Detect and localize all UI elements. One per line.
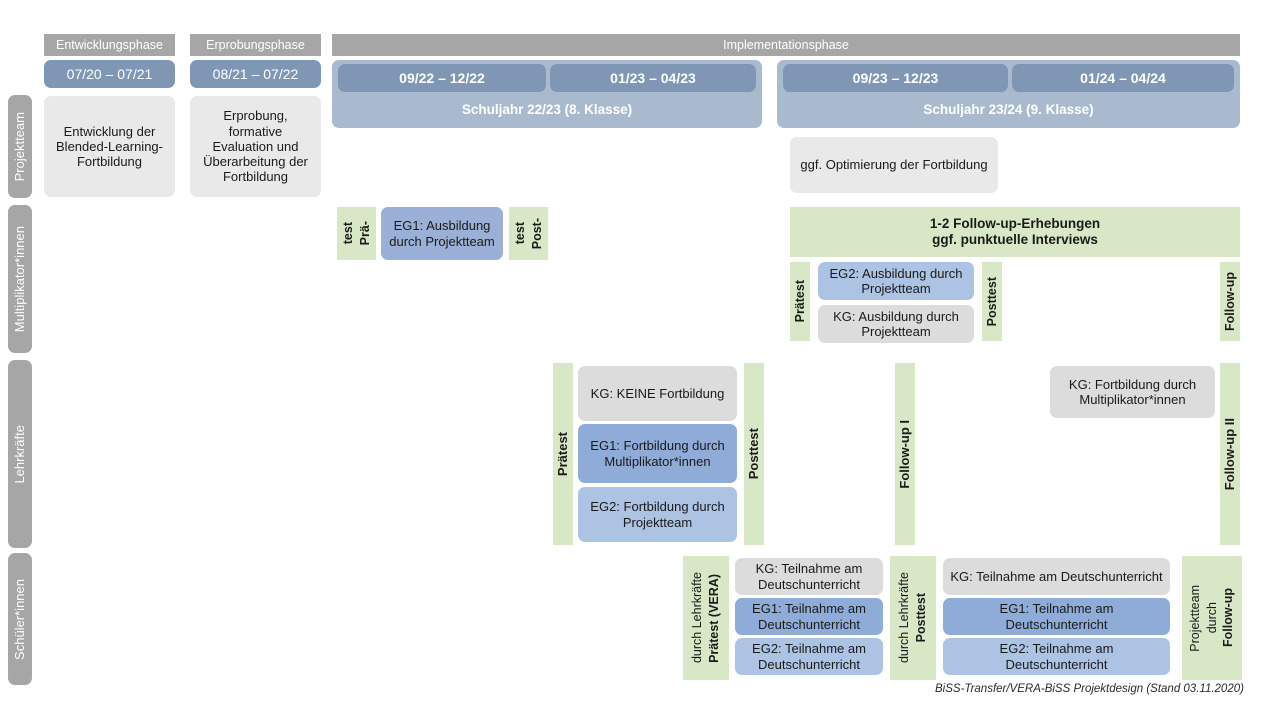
projektteam-entwicklung-label: Entwicklung der Blended-Learning-Fortbil… [56,123,163,170]
date-box-0123-0423: 01/23 – 04/23 [550,64,756,92]
multiplikator-posttest2-bar: Posttest [982,262,1002,341]
school-year-band-2223: 09/22 – 12/22 01/23 – 04/23 Schuljahr 22… [332,60,762,128]
schueler-kg-label: KG: Teilnahme am Deutschunterricht [755,561,863,592]
projektteam-entwicklung-box: Entwicklung der Blended-Learning-Fortbil… [44,96,175,197]
schueler-eg1-box-right: EG1: Teilnahme am Deutschunterricht [943,598,1170,635]
date-box-0124-0424: 01/24 – 04/24 [1012,64,1234,92]
praetest-line1: Prä- [357,221,372,246]
lehrkraefte-kg-keine-label: KG: KEINE Fortbildung [590,385,725,401]
school-year-label: Schuljahr 23/24 (9. Klasse) [923,102,1094,118]
multiplikator-eg2-box: EG2: Ausbildung durch Projektteam [818,262,974,300]
lehrkraefte-posttest-bar: Posttest [744,363,764,545]
date-label: 09/22 – 12/22 [399,69,485,86]
posttest-main-label: Posttest [914,593,928,643]
projektteam-erprobung-label: Erprobung, formative Evaluation und Über… [203,108,308,185]
school-year-label: Schuljahr 22/23 (8. Klasse) [461,102,633,118]
multiplikator-kg-box: KG: Ausbildung durch Projektteam [818,305,974,343]
sidebar-item-label: Projektteam [12,111,28,182]
phase-header-erprobungsphase: Erprobungsphase [190,34,321,56]
projektteam-optimierung-box: ggf. Optimierung der Fortbildung [790,137,998,193]
posttest-label: Posttest [746,428,762,480]
schueler-eg1-label: EG1: Teilnahme am Deutschunterricht [999,601,1114,632]
posttest-line2: test [512,222,527,245]
multiplikator-praetest2-bar: Prätest [790,262,810,341]
lehrkraefte-praetest-bar: Prätest [553,363,573,545]
footer-caption: BiSS-Transfer/VERA-BiSS Projektdesign (S… [935,683,1244,695]
date-box-0821-0722: 08/21 – 07/22 [190,60,321,88]
phase-header-implementationsphase: Implementationsphase [332,34,1240,56]
lehrkraefte-kg-fortbildung-box: KG: Fortbildung durch Multiplikator*inne… [1050,366,1215,418]
sidebar-item-label: Multiplikator*innen [12,225,28,333]
followup-main-label: Follow-up [1221,588,1236,648]
sidebar-item-multiplikatorinnen: Multiplikator*innen [8,205,32,353]
schueler-eg1-label: EG1: Teilnahme am Deutschunterricht [752,601,866,632]
multiplikator-eg2-label: EG2: Ausbildung durch Projektteam [829,265,963,296]
schueler-kg-box-left: KG: Teilnahme am Deutschunterricht [735,558,883,595]
schueler-eg2-box-right: EG2: Teilnahme am Deutschunterricht [943,638,1170,675]
posttest-sub-label: durch Lehrkräfte [897,572,912,664]
multiplikator-kg-label: KG: Ausbildung durch Projektteam [833,308,959,339]
praetest-main-label: Prätest (VERA) [707,573,721,663]
schueler-praetest-bar: Prätest (VERA) durch Lehrkräfte [683,556,729,680]
followup-1-label: Follow-up I [897,419,913,489]
followup-sub1-label: durch [1204,602,1219,634]
date-box-0922-1222: 09/22 – 12/22 [338,64,546,92]
praetest-sub-label: durch Lehrkräfte [690,572,705,664]
sidebar-item-projektteam: Projektteam [8,95,32,198]
lehrkraefte-eg2-label: EG2: Fortbildung durch Projektteam [590,499,725,530]
posttest-line1: Post- [529,217,544,250]
schueler-followup-bar: Follow-up durch Projektteam [1182,556,1242,680]
phase-header-entwicklungsphase: Entwicklungsphase [44,34,175,56]
sidebar-item-label: Lehrkräfte [12,424,28,484]
date-label: 07/20 – 07/21 [66,65,153,82]
multiplikator-praetest-bar: Prä- test [337,207,376,260]
multiplikator-followup-banner: 1-2 Follow-up-Erhebungen ggf. punktuelle… [790,207,1240,257]
praetest-label: Prätest [555,431,571,477]
lehrkraefte-kg-fortbildung-label: KG: Fortbildung durch Multiplikator*inne… [1068,376,1197,407]
date-label: 01/23 – 04/23 [610,69,696,86]
footer-text: BiSS-Transfer/VERA-BiSS Projektdesign (S… [935,683,1244,695]
school-year-label-wrap: Schuljahr 22/23 (8. Klasse) [332,94,762,126]
schueler-kg-label: KG: Teilnahme am Deutschunterricht [950,568,1163,584]
sidebar-item-lehrkraefte: Lehrkräfte [8,360,32,548]
followup-sub2-label: Projektteam [1187,584,1202,652]
followup-banner-line1: 1-2 Follow-up-Erhebungen [929,216,1101,232]
projektteam-optimierung-label: ggf. Optimierung der Fortbildung [800,157,988,173]
praetest-line2: test [340,222,355,245]
school-year-band-2324: 09/23 – 12/23 01/24 – 04/24 Schuljahr 23… [777,60,1240,128]
lehrkraefte-eg2-box: EG2: Fortbildung durch Projektteam [578,487,737,542]
phase-label: Implementationsphase [723,37,849,52]
school-year-label-wrap: Schuljahr 23/24 (9. Klasse) [777,94,1240,126]
followup-banner-line2: ggf. punktuelle Interviews [932,232,1098,247]
phase-label: Entwicklungsphase [55,37,163,52]
lehrkraefte-kg-keine-box: KG: KEINE Fortbildung [578,366,737,421]
phase-label: Erprobungsphase [206,37,305,52]
date-box-0720-0721: 07/20 – 07/21 [44,60,175,88]
schueler-eg2-box-left: EG2: Teilnahme am Deutschunterricht [735,638,883,675]
lehrkraefte-eg1-label: EG1: Fortbildung durch Multiplikator*inn… [590,438,725,469]
multiplikator-eg1-label: EG1: Ausbildung durch Projektteam [389,218,495,249]
lehrkraefte-eg1-box: EG1: Fortbildung durch Multiplikator*inn… [578,424,737,483]
followup-label: Follow-up [1222,271,1237,331]
date-box-0923-1223: 09/23 – 12/23 [783,64,1008,92]
schueler-eg2-label: EG2: Teilnahme am Deutschunterricht [999,641,1114,672]
followup-2-label: Follow-up II [1222,417,1238,491]
schueler-kg-box-right: KG: Teilnahme am Deutschunterricht [943,558,1170,595]
multiplikator-followup-bar: Follow-up [1220,262,1240,341]
sidebar-item-schuelerinnen: Schüler*innen [8,553,32,685]
schueler-eg1-box-left: EG1: Teilnahme am Deutschunterricht [735,598,883,635]
posttest-label: Posttest [984,276,999,327]
multiplikator-eg1-box: EG1: Ausbildung durch Projektteam [381,207,503,260]
projektteam-erprobung-box: Erprobung, formative Evaluation und Über… [190,96,321,197]
schueler-posttest-bar: Posttest durch Lehrkräfte [890,556,936,680]
lehrkraefte-followup-2-bar: Follow-up II [1220,363,1240,545]
date-label: 09/23 – 12/23 [852,69,939,86]
date-label: 08/21 – 07/22 [212,65,299,82]
multiplikator-posttest-bar: Post- test [509,207,548,260]
lehrkraefte-followup-1-bar: Follow-up I [895,363,915,545]
schueler-eg2-label: EG2: Teilnahme am Deutschunterricht [752,641,866,672]
date-label: 01/24 – 04/24 [1080,69,1166,86]
praetest-label: Prätest [792,280,807,323]
sidebar-item-label: Schüler*innen [12,578,28,660]
